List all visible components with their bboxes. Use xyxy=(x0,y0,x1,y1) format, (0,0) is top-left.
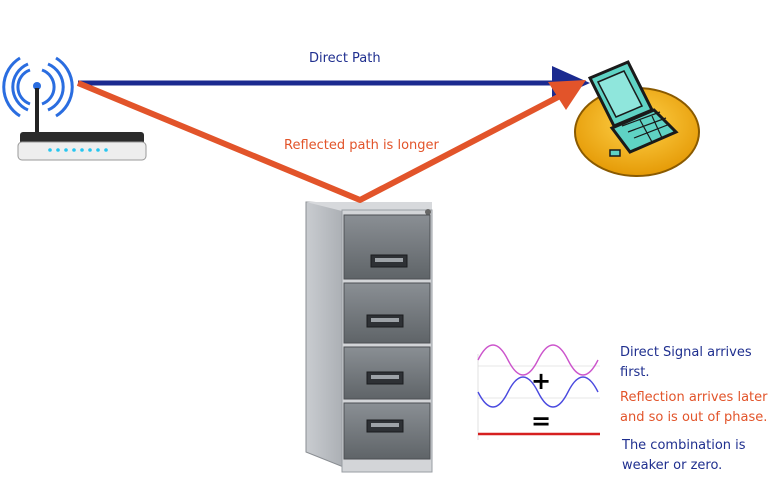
note-direct-signal: Direct Signal arrives first. xyxy=(620,345,752,380)
reflected-path-arrow xyxy=(76,80,586,203)
direct-path-label: Direct Path xyxy=(309,51,381,66)
filing-cabinet-icon xyxy=(305,201,433,473)
plus-sign: + xyxy=(531,367,551,395)
reflected-path-label: Reflected path is longer xyxy=(284,138,439,153)
note-combination: The combination is weaker or zero. xyxy=(622,438,746,473)
equals-sign: = xyxy=(531,407,551,435)
laptop-icon xyxy=(574,60,700,177)
note-reflection: Reflection arrives later and so is out o… xyxy=(620,390,768,425)
wifi-router-icon xyxy=(2,56,147,161)
direct-path-arrow xyxy=(78,66,590,100)
wave-interference-icon: + = xyxy=(476,344,604,444)
